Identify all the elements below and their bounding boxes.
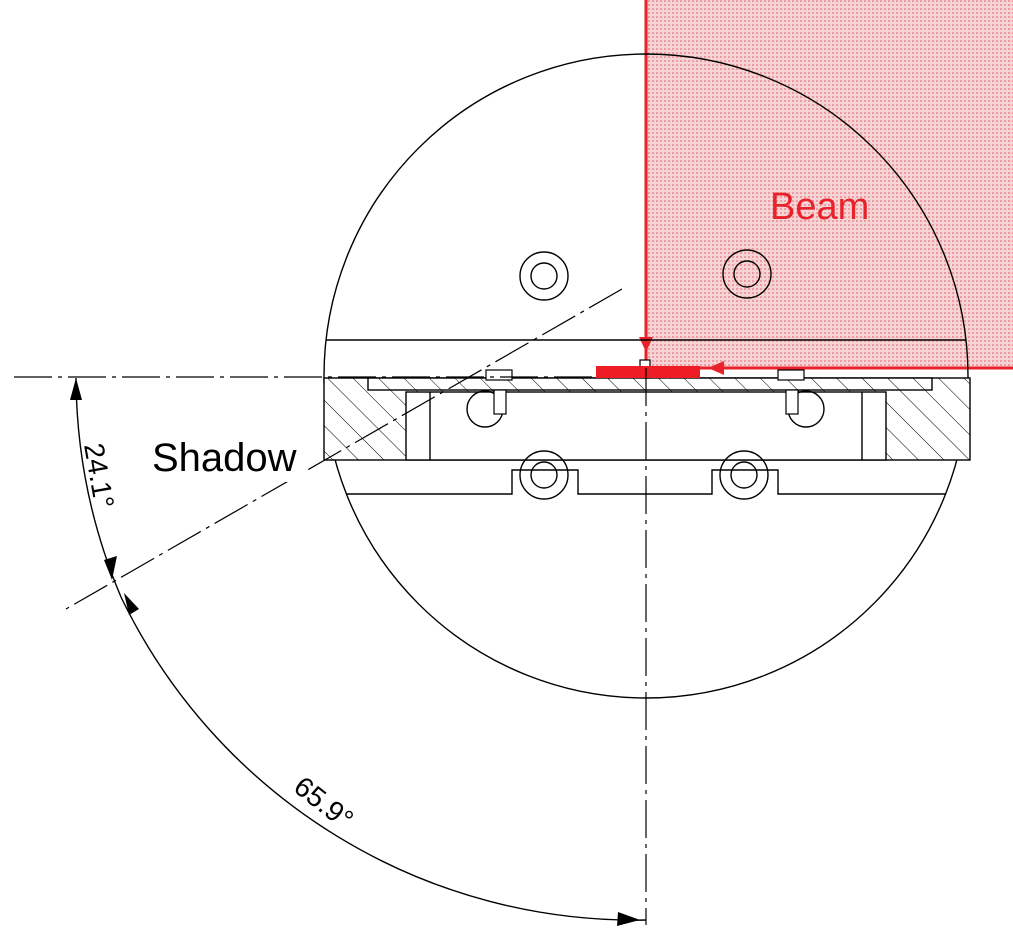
- screw-bottom-left: [519, 450, 569, 500]
- lower-bracket: [324, 460, 968, 495]
- arrowhead-bottom: [617, 912, 640, 926]
- beam-region: [646, 0, 1013, 368]
- arrowhead-mid-lower: [124, 593, 139, 615]
- screw-bottom-right: [719, 450, 769, 500]
- angle-label-66: 65.9°: [288, 770, 359, 835]
- arrowhead-top: [70, 378, 82, 400]
- beam-label: Beam: [770, 186, 869, 228]
- sample-strip: [596, 366, 700, 378]
- shadow-label: Shadow: [152, 436, 297, 480]
- arrowhead-mid-upper: [104, 556, 117, 580]
- angle-label-24: 24.1°: [78, 441, 120, 511]
- beam-arrow-head-left: [708, 361, 724, 375]
- beam-arrow-head-down: [639, 337, 653, 352]
- screw-top-right: [722, 249, 772, 299]
- dimension-arc-66: [120, 596, 647, 921]
- screw-top-left: [519, 251, 569, 301]
